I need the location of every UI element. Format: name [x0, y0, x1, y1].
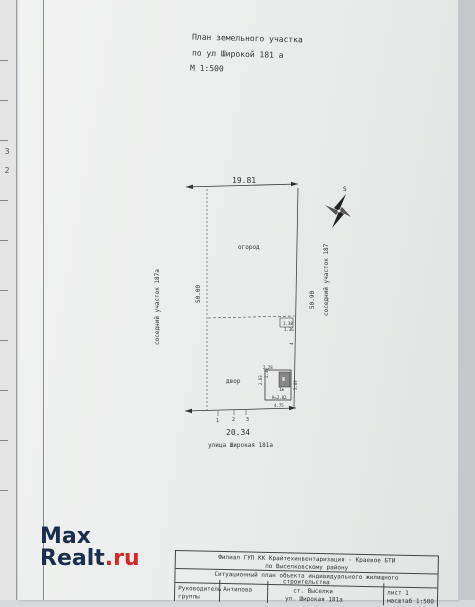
ruler-tick [0, 60, 8, 61]
top-dimension: 19.81 [232, 176, 256, 185]
stamp-name: Антипова [223, 586, 253, 594]
arrow-icon [291, 181, 298, 187]
house-side-dim: 2.38 [264, 368, 269, 378]
house-top-dim: 2.28 [263, 365, 273, 370]
compass-icon [325, 194, 351, 228]
house-width: 4.75 [274, 403, 284, 408]
ruler-tick [0, 290, 8, 291]
outbuilding-dim: 1.36 [284, 327, 294, 332]
document-page [18, 0, 458, 600]
arrow-icon [186, 184, 193, 189]
outbuilding-dim: 1.38 [283, 321, 293, 326]
top-dimension-line [185, 183, 299, 188]
house-label: Ж [282, 377, 285, 383]
point-label: 1 [216, 418, 219, 424]
background-edge [458, 0, 475, 600]
stamp-role: группы [177, 593, 200, 601]
ruler-tick [0, 240, 8, 241]
inner-boundary [207, 315, 296, 319]
stamp-address: ул. Широкая 181а [284, 595, 343, 604]
sheet-mark: 2 [4, 166, 10, 175]
site-watermark: Max Realt.ru [40, 526, 140, 570]
ruler-tick [0, 100, 8, 101]
right-boundary [293, 187, 299, 409]
point-label: 3 [246, 417, 249, 423]
margin-line [43, 0, 44, 600]
arrow-icon [289, 405, 296, 411]
stamp-sheet: лист 1 [387, 589, 409, 597]
stamp-scale: масштаб 1:500 [386, 597, 435, 606]
house-sub-label: 1ж [279, 387, 284, 392]
sheet-mark: 3 [4, 147, 10, 156]
bottom-dimension-line [184, 407, 297, 412]
ruler-tick [0, 200, 8, 201]
right-neighbor-label: соседний участок 187 [323, 243, 330, 316]
outbuilding [279, 317, 294, 328]
house-outline [264, 369, 292, 401]
watermark-domain: .ru [104, 546, 140, 571]
ruler-tick [0, 490, 8, 491]
house-side-dim: 5.89 [293, 380, 298, 390]
street-label: улица Широкая 181а [208, 442, 273, 449]
point-label: 2 [232, 417, 235, 423]
ruler-tick [0, 390, 8, 391]
left-dimension: 50.00 [195, 285, 202, 303]
adjacent-page: 3 2 [0, 0, 17, 600]
watermark-brand: Realt [40, 546, 105, 571]
ruler-tick [0, 440, 8, 441]
compass-label: S [343, 186, 347, 193]
house-height: Н=2.82 [272, 395, 287, 400]
right-dimension: 50.90 [309, 291, 316, 309]
garden-label: огород [238, 244, 260, 251]
bottom-dimension: 20.34 [226, 428, 250, 437]
stamp-divider [382, 583, 385, 606]
point-label: 4 [289, 342, 294, 345]
yard-label: двор [226, 378, 241, 385]
watermark-line: Max [40, 524, 91, 549]
stamp-role: Руководитель [178, 585, 222, 593]
ruler-tick [0, 140, 8, 141]
ruler-tick [0, 340, 8, 341]
arrow-icon [185, 408, 192, 414]
house-annex [278, 371, 291, 388]
title-stamp: Филиал ГУП КК Крайтехинвентаризация - Кр… [173, 550, 439, 607]
left-neighbor-label: соседний участок 187а [154, 269, 161, 345]
stamp-address: ст. Выселки [293, 587, 333, 596]
house-side-dim: 2.83 [258, 375, 263, 385]
